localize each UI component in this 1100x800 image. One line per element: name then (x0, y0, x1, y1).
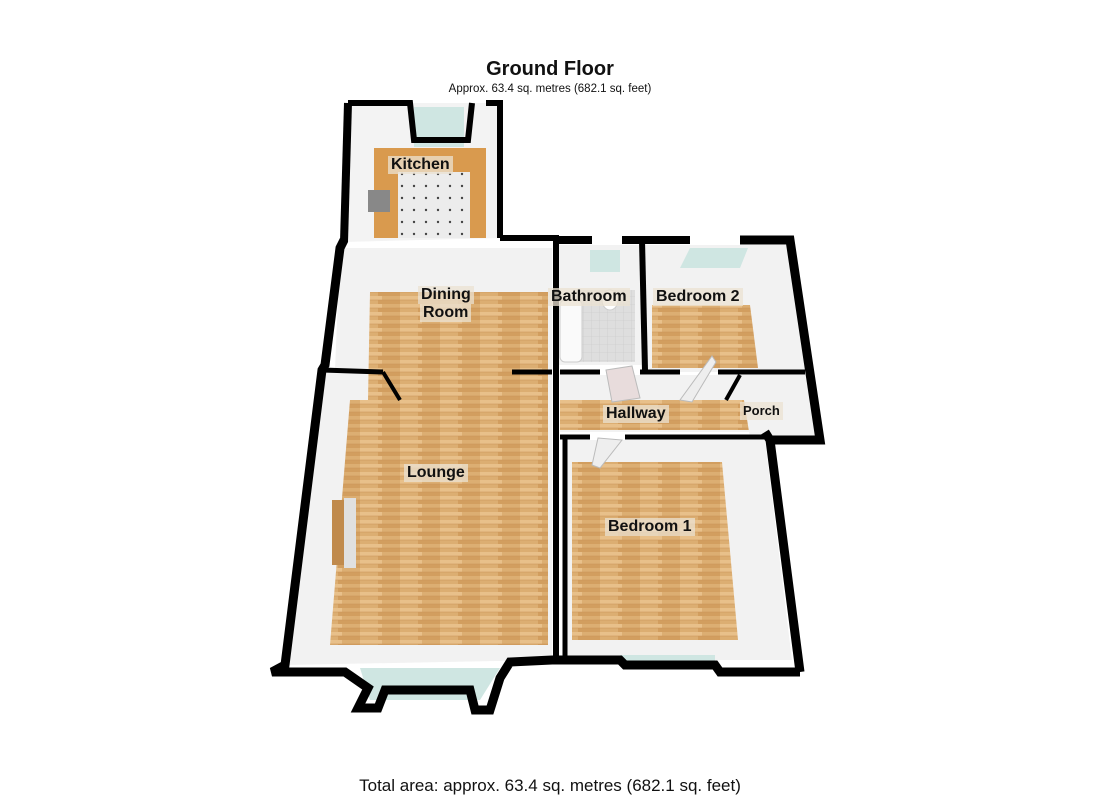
walls (269, 235, 826, 715)
room-label-porch: Porch (740, 402, 783, 420)
room-label-bedroom2: Bedroom 2 (653, 288, 743, 306)
floor-title: Ground Floor (486, 58, 614, 80)
bedroom1-room (565, 437, 792, 665)
room-label-dining-line2: Room (420, 304, 472, 322)
room-label-hallway: Hallway (603, 405, 669, 423)
room-label-bathroom: Bathroom (548, 288, 630, 306)
room-label-kitchen: Kitchen (388, 156, 453, 174)
room-label-lounge: Lounge (404, 464, 468, 482)
room-label-bedroom1: Bedroom 1 (605, 518, 695, 536)
bedroom2-room (645, 245, 808, 372)
room-label-dining-line1: Dining (418, 286, 474, 304)
total-area-caption: Total area: approx. 63.4 sq. metres (682… (359, 776, 741, 795)
floor-area-subtitle: Approx. 63.4 sq. metres (682.1 sq. feet) (448, 83, 652, 95)
